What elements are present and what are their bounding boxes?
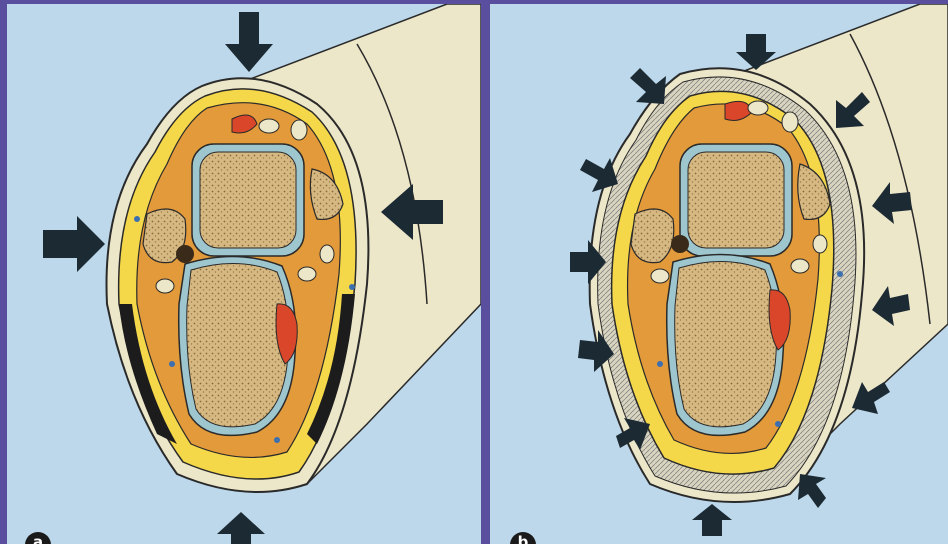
vessel-blue <box>169 361 175 367</box>
tendon <box>291 120 307 140</box>
tendon <box>259 119 279 133</box>
vessel-blue <box>274 437 280 443</box>
vessel-blue <box>775 421 781 427</box>
panel-local-compression: a <box>7 4 481 544</box>
panel-circumferential-compression: b <box>490 4 948 544</box>
bone-small-left <box>631 209 674 263</box>
bone-marrow-lower <box>675 261 777 426</box>
tendon <box>156 279 174 293</box>
tendon <box>298 267 316 281</box>
vessel-blue <box>134 216 140 222</box>
tendon <box>813 235 827 253</box>
cross-section-diagram-a <box>7 4 481 544</box>
vessel-blue <box>349 284 355 290</box>
vessel-blue <box>657 361 663 367</box>
tendon <box>320 245 334 263</box>
tendon <box>651 269 669 283</box>
tendon <box>791 259 809 273</box>
bone-marrow-lower <box>187 263 289 426</box>
bone-marrow-upper <box>200 152 296 248</box>
bone-marrow-upper <box>688 152 784 248</box>
nerve <box>671 235 689 253</box>
tendon <box>782 112 798 132</box>
vessel-blue <box>837 271 843 277</box>
nerve <box>176 245 194 263</box>
tendon <box>748 101 768 115</box>
cross-section-diagram-b <box>490 4 948 544</box>
